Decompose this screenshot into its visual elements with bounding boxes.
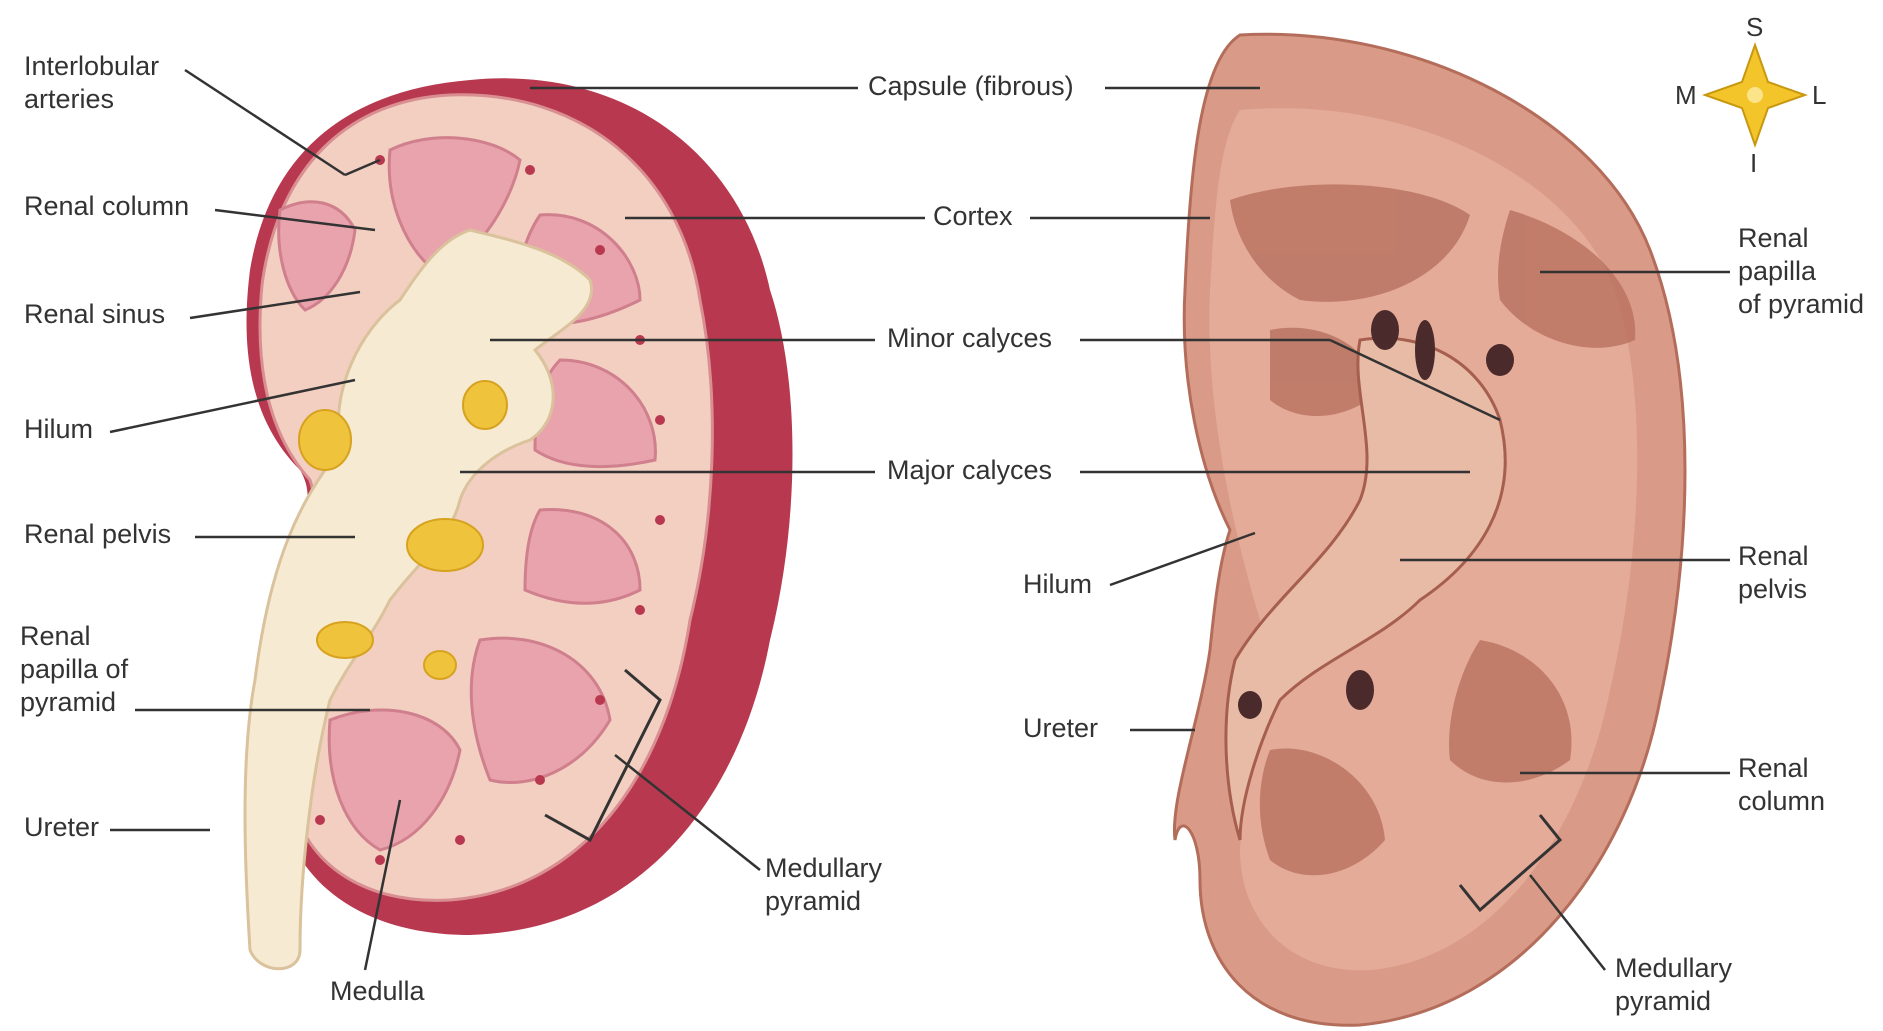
label-ureter-right: Ureter [1023,712,1098,745]
label-renal-papilla-left: Renal papilla of pyramid [20,620,128,719]
compass-lateral-label: L [1812,80,1826,111]
label-minor-calyces: Minor calyces [887,322,1052,355]
label-renal-column-left: Renal column [24,190,189,223]
compass-medial-label: M [1675,80,1697,111]
label-interlobular-arteries: Interlobular arteries [24,50,159,116]
label-medullary-pyramid-left: Medullary pyramid [765,852,882,918]
label-ureter-left: Ureter [24,811,99,844]
illustrated-kidney [245,78,793,968]
compass-superior-label: S [1746,12,1763,43]
kidney-specimen [1174,34,1685,1025]
label-capsule: Capsule (fibrous) [868,70,1074,103]
label-medullary-pyramid-right: Medullary pyramid [1615,952,1732,1018]
orientation-compass-icon [1705,45,1805,145]
label-hilum-left: Hilum [24,413,93,446]
label-hilum-right: Hilum [1023,568,1092,601]
label-renal-pelvis-right: Renal pelvis [1738,540,1809,606]
label-renal-column-right: Renal column [1738,752,1825,818]
label-renal-pelvis-left: Renal pelvis [24,518,171,551]
label-renal-papilla-right: Renal papilla of pyramid [1738,222,1864,321]
compass-inferior-label: I [1750,148,1757,179]
label-cortex: Cortex [933,200,1013,233]
label-major-calyces: Major calyces [887,454,1052,487]
label-medulla: Medulla [330,975,425,1008]
label-renal-sinus: Renal sinus [24,298,165,331]
